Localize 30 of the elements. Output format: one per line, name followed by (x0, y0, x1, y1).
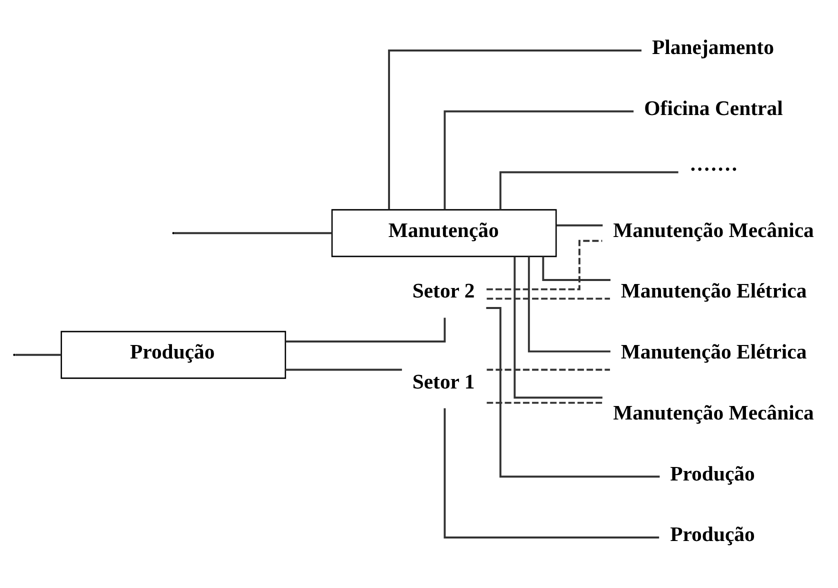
node-text: Manutenção Elétrica (620, 342, 807, 364)
node-box: Manutenção (331, 209, 557, 258)
connector (174, 232, 332, 234)
node-box: Produção (60, 330, 286, 379)
node-text: ······· (690, 158, 738, 181)
connector (486, 402, 602, 404)
connector (528, 256, 610, 352)
connector (542, 256, 610, 281)
connector (499, 171, 678, 210)
connector (486, 307, 660, 478)
connector (514, 256, 602, 399)
connector (388, 50, 642, 210)
node-text: Oficina Central (644, 98, 783, 120)
connector (286, 318, 446, 342)
connector (444, 110, 634, 210)
node-text: Setor 2 (412, 280, 475, 303)
node-text: Manutenção Elétrica (620, 280, 807, 303)
node-text: Produção (670, 463, 755, 486)
connector (15, 354, 62, 356)
connector (444, 408, 660, 538)
node-text: Manutenção Mecânica (613, 220, 814, 242)
connector (486, 298, 610, 300)
node-text: Produção (670, 524, 755, 546)
connector (285, 368, 402, 371)
node-text: Setor 1 (412, 371, 475, 394)
connector (556, 224, 603, 226)
connector (486, 368, 610, 371)
node-text: Manutenção Mecânica (613, 402, 814, 424)
connector (486, 240, 602, 290)
node-text: Planejamento (652, 37, 774, 60)
